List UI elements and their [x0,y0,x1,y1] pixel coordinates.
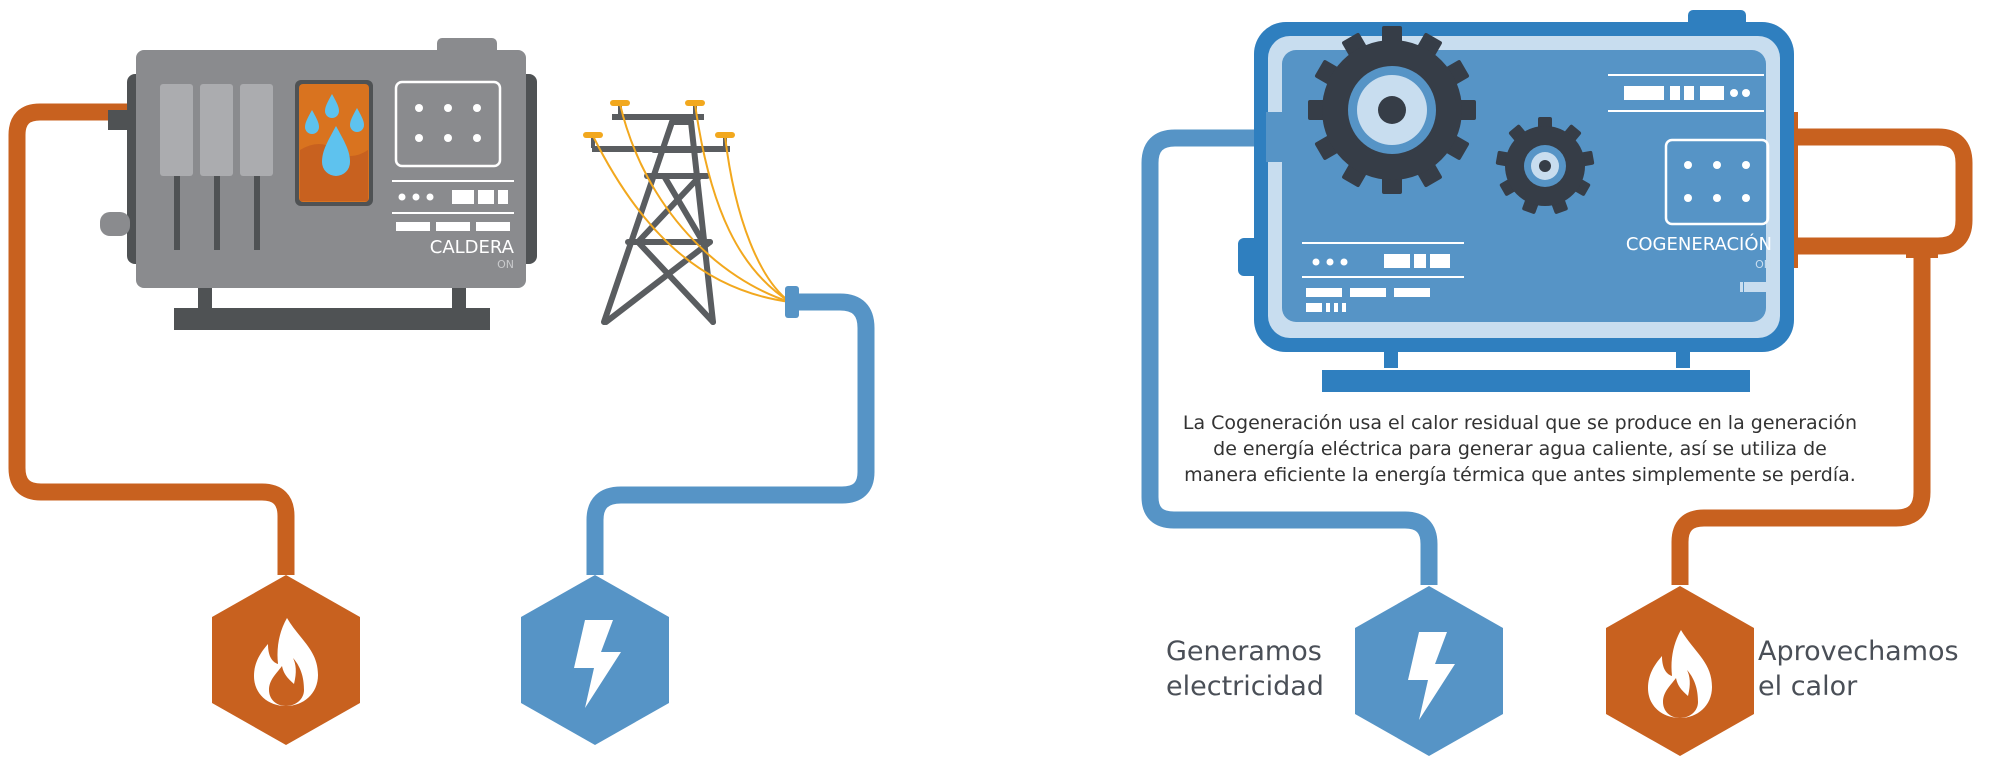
cogeneration-status: ON [1755,258,1772,271]
heat-loop-right [1790,128,1973,255]
boiler-valves [160,84,273,250]
lightning-icon-right [1408,632,1455,720]
cogeneration-caption: La Cogeneración usa el calor residual qu… [1180,410,1860,488]
electricity-label-line-2: electricidad [1166,671,1324,702]
electricity-label: Generamos electricidad [1166,634,1324,704]
fire-icon-right [1648,630,1712,718]
boiler-status: ON [497,258,514,271]
fire-hexagon-right [1606,586,1754,756]
heat-label-line-2: el calor [1758,671,1858,702]
caption-line-3: manera eficiente la energía térmica que … [1184,464,1856,486]
heat-pipe-right [1671,252,1931,585]
caption-line-1: La Cogeneración usa el calor residual qu… [1182,412,1858,434]
power-tower-icon [583,100,791,325]
fire-hexagon-left [212,575,360,745]
heat-label-line-1: Aprovechamos [1758,636,1959,667]
cogeneration-unit: COGENERACIÓN ON [1238,10,1798,392]
heat-pipe-left [8,103,295,575]
lightning-hexagon-left [521,575,669,745]
gear-icon [1308,26,1476,194]
fire-icon [254,618,318,706]
gear-icon-small [1495,117,1595,214]
lightning-hexagon-right [1355,586,1503,756]
boiler-unit: CALDERA ON [100,38,537,330]
cogeneration-label: COGENERACIÓN [1626,233,1772,255]
lightning-icon [574,620,621,708]
caption-line-2: de energía eléctrica para generar agua c… [1213,438,1827,460]
water-drop-icon [305,94,364,176]
electric-pipe-left [586,293,875,575]
electric-pipe-right [1141,129,1438,585]
boiler-label: CALDERA [430,237,515,258]
heat-label: Aprovechamos el calor [1758,634,1959,704]
electricity-label-line-1: Generamos [1166,636,1322,667]
